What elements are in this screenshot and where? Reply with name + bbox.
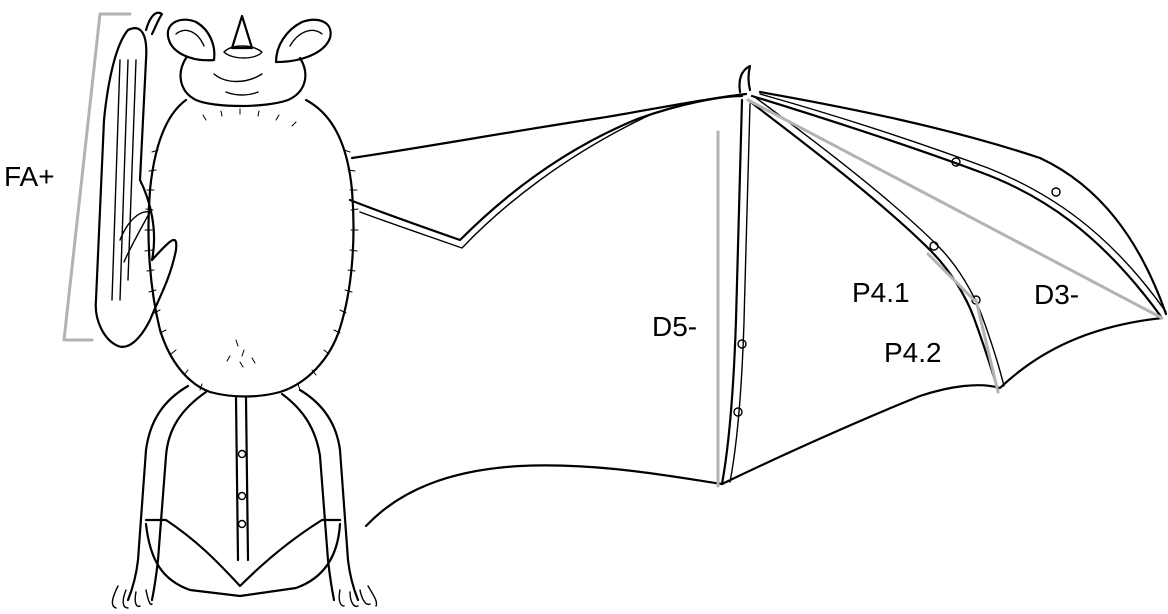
head <box>181 58 306 106</box>
label-phalanx-4-2: P4.2 <box>884 337 942 368</box>
wing-thumb <box>739 66 750 92</box>
right-ear <box>276 20 331 62</box>
label-forearm: FA+ <box>4 161 55 192</box>
phalanx-4-2-measurement-line <box>976 300 998 392</box>
left-thumb <box>146 13 162 34</box>
wing-membrane-lower-edge <box>366 465 722 526</box>
digit-4-bone <box>748 100 998 390</box>
bat-body-illustration <box>96 13 722 608</box>
right-foot <box>339 586 376 606</box>
outstretched-wing <box>350 66 1166 484</box>
forearm-outstretched <box>350 96 742 240</box>
nose-leaf <box>232 16 252 48</box>
label-digit-5: D5- <box>652 311 697 342</box>
label-phalanx-4-1: P4.1 <box>852 277 910 308</box>
label-digit-3: D3- <box>1034 279 1079 310</box>
tail-membrane <box>146 520 340 596</box>
tail-vertebrae <box>236 398 248 560</box>
measurement-lines <box>64 14 1162 486</box>
digit-5-bone <box>722 100 742 484</box>
wing-outer-edge <box>760 92 1166 314</box>
wing-trailing-edge <box>722 318 1162 484</box>
left-ear <box>168 20 215 61</box>
measurement-labels: FA+ D5- P4.1 P4.2 D3- <box>4 161 1079 368</box>
torso <box>148 100 353 397</box>
